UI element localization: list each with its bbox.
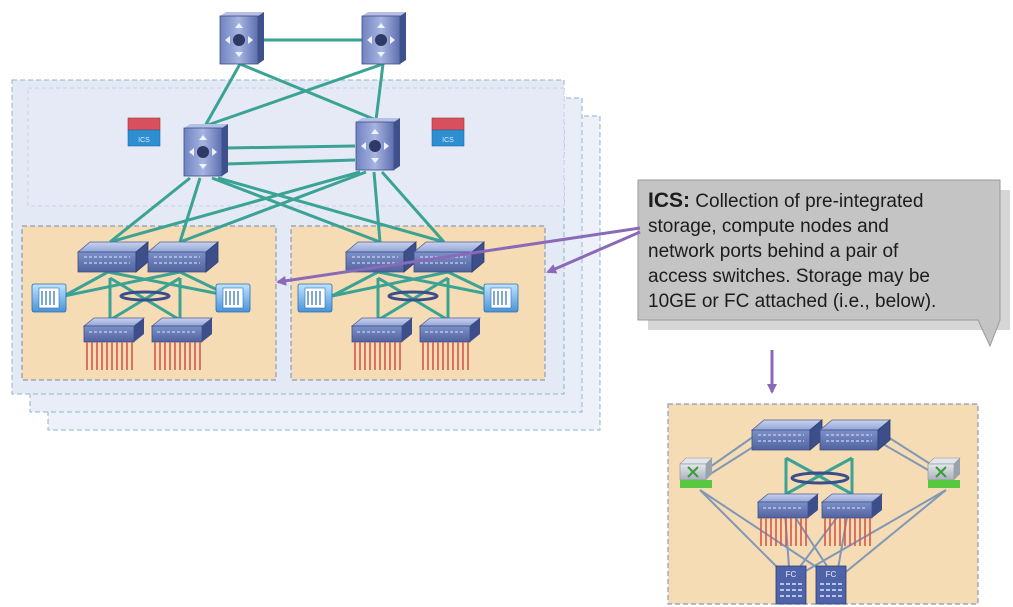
peer-link-right [387, 290, 439, 302]
service-module-left-icon: ICS [127, 117, 161, 147]
svg-text:ICS: ICS [442, 137, 454, 144]
service-module-right-icon: ICS [431, 117, 465, 147]
ics-callout [637, 179, 1010, 348]
core-switch-left [219, 11, 265, 65]
access-switch-left-b [147, 241, 219, 273]
callout-title: ICS: [648, 189, 690, 212]
aggregation-switch-right [355, 117, 401, 171]
storage-access-switch-b [819, 419, 891, 451]
callout-line-4: access switches. Storage may be [648, 266, 930, 287]
callout-line-1: ICS: Collection of pre-integrated [648, 189, 924, 212]
blade-server-icon [483, 283, 519, 313]
blade-server-icon [215, 283, 251, 313]
storage-access-switch-a [751, 419, 823, 451]
core-switch-right [361, 11, 407, 65]
callout-line-3: network ports behind a pair of [648, 241, 899, 262]
arrow-to-right-pod [546, 230, 641, 274]
blade-server-icon [297, 283, 333, 313]
blade-server-icon [31, 283, 67, 313]
fc-switch-right-icon [927, 457, 961, 489]
callout-line-5: 10GE or FC attached (i.e., below). [648, 291, 937, 312]
callout-text: ICS: Collection of pre-integrated storag… [648, 188, 993, 314]
arrow-to-left-pod [276, 226, 641, 286]
svg-text:FC: FC [826, 570, 837, 579]
fc-storage-array-right: FC [815, 565, 847, 605]
peer-link-left [119, 290, 171, 302]
svg-text:ICS: ICS [138, 137, 150, 144]
fc-switch-left-icon [679, 457, 713, 489]
fc-storage-array-left: FC [775, 565, 807, 605]
aggregation-switch-left [183, 123, 229, 177]
callout-line-2: storage, compute nodes and [648, 216, 889, 237]
svg-text:FC: FC [786, 570, 797, 579]
access-switch-left-a [77, 241, 149, 273]
